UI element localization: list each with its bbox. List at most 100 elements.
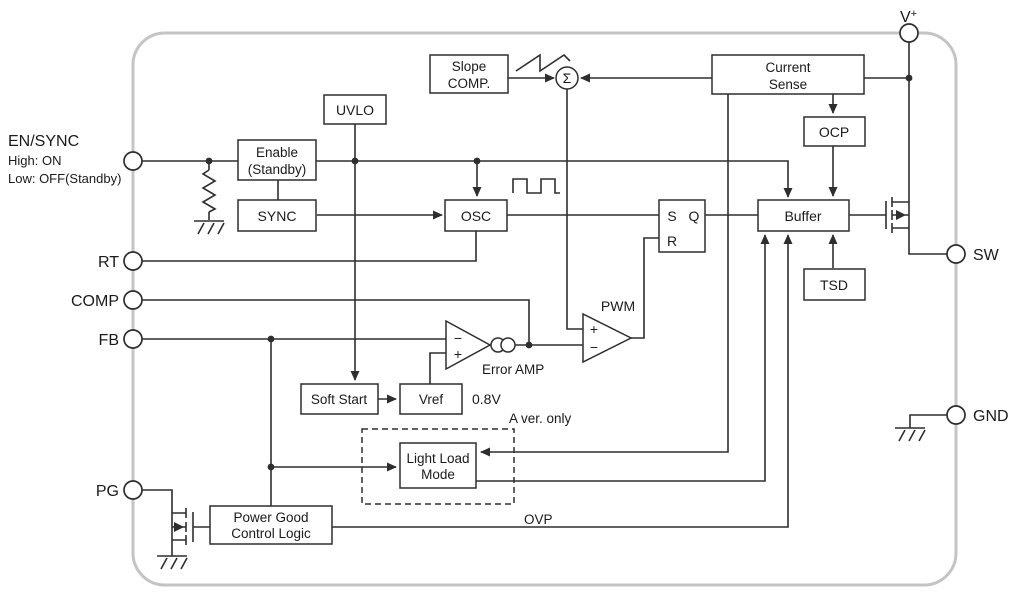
block-slope-comp: Slope COMP.	[429, 54, 509, 94]
block-soft-start-label: Soft Start	[311, 392, 368, 407]
pin-en-sync-note-low: Low: OFF(Standby)	[8, 171, 121, 186]
square-waveform-icon	[512, 178, 560, 194]
wire-vref-plus-input	[429, 352, 446, 384]
block-tsd: TSD	[803, 268, 866, 301]
a-version-only-label: A ver. only	[509, 411, 572, 426]
block-power-good-label: Power Good	[233, 510, 308, 525]
block-light-load-mode: Light Load Mode	[399, 442, 477, 489]
pin-fb: FB	[99, 329, 143, 349]
wire-pwm-reset	[631, 237, 659, 339]
error-amp-minus: −	[454, 330, 462, 346]
block-light-load-label: Light Load	[406, 451, 469, 466]
block-ocp: OCP	[803, 116, 866, 147]
block-sr-latch: S Q R	[658, 199, 706, 253]
block-current-sense: Current Sense	[711, 54, 865, 95]
block-uvlo: UVLO	[323, 94, 387, 125]
blocks: Slope COMP. Current Sense UVLO OCP Enabl…	[209, 54, 866, 545]
wire-lightload-buffer	[476, 234, 770, 482]
vref-value-label: 0.8V	[472, 391, 501, 407]
pin-pg-label: PG	[96, 483, 119, 500]
latch-r-label: R	[667, 233, 677, 249]
pg-mosfet-icon	[172, 508, 194, 545]
wire-ovp	[332, 234, 793, 528]
wire-currentsense-lightload	[480, 94, 729, 457]
summing-node-icon: Σ	[555, 66, 579, 90]
block-vref: Vref	[399, 383, 463, 415]
block-uvlo-label: UVLO	[336, 102, 374, 118]
pin-fb-label: FB	[99, 332, 119, 349]
amplifiers: − + + − Σ	[445, 66, 633, 371]
block-power-good-label2: Control Logic	[231, 526, 311, 541]
wire-sum-pwm	[566, 89, 583, 330]
block-ocp-label: OCP	[819, 124, 849, 140]
block-sync: SYNC	[237, 199, 317, 232]
pins: EN/SYNC High: ON Low: OFF(Standby) RT CO…	[8, 8, 1009, 500]
output-mosfet-icon	[885, 197, 909, 233]
pwm-plus: +	[590, 321, 598, 337]
latch-q-label: Q	[689, 208, 700, 224]
wire-gnd	[909, 414, 947, 428]
block-tsd-label: TSD	[820, 277, 848, 293]
block-slope-comp-label2: COMP.	[448, 76, 491, 91]
junction-dot	[351, 157, 359, 165]
pin-sw: SW	[946, 244, 1000, 264]
junction-dot	[205, 157, 213, 165]
gm-output-icon	[490, 337, 516, 353]
ground-icon	[157, 555, 188, 570]
pin-en-sync: EN/SYNC High: ON Low: OFF(Standby)	[8, 133, 143, 186]
pin-comp-label: COMP	[71, 293, 119, 310]
sawtooth-waveform-icon	[515, 53, 571, 73]
error-amp-icon: − +	[445, 319, 492, 371]
pin-comp: COMP	[71, 290, 143, 310]
wire-rt-osc	[142, 231, 477, 262]
pin-gnd: GND	[946, 405, 1009, 425]
block-soft-start: Soft Start	[300, 383, 379, 415]
wire-source-sw	[908, 228, 947, 255]
pin-pg: PG	[96, 480, 143, 500]
block-power-good: Power Good Control Logic	[209, 505, 333, 545]
pwm-minus: −	[590, 339, 598, 355]
wire-comp	[142, 299, 530, 345]
junction-dot	[905, 74, 913, 82]
junction-dots	[205, 74, 913, 471]
ground-icon	[194, 220, 225, 235]
resistor-icon	[201, 169, 217, 213]
ic-boundary	[131, 31, 958, 587]
junction-dot	[525, 341, 533, 349]
block-vref-label: Vref	[419, 392, 444, 407]
pin-en-sync-note-high: High: ON	[8, 153, 61, 168]
block-buffer-label: Buffer	[784, 208, 821, 224]
pin-vplus: V+	[899, 8, 919, 43]
block-sync-label: SYNC	[258, 208, 297, 224]
a-version-dashed-outline	[361, 428, 515, 505]
pin-rt-label: RT	[98, 254, 119, 271]
pwm-label: PWM	[601, 298, 635, 314]
ovp-label: OVP	[524, 512, 553, 527]
latch-s-label: S	[667, 208, 676, 224]
pin-rt: RT	[98, 251, 143, 271]
sigma-symbol: Σ	[563, 70, 572, 86]
wires	[142, 42, 947, 556]
wire-pg	[142, 489, 173, 556]
annotations: PWM Error AMP 0.8V A ver. only OVP	[472, 298, 635, 527]
pin-sw-label: SW	[973, 247, 1000, 264]
block-enable-label: Enable	[256, 145, 298, 160]
error-amp-plus: +	[454, 346, 462, 362]
block-current-sense-label: Current	[765, 60, 810, 75]
block-slope-comp-label: Slope	[452, 59, 487, 74]
junction-dot	[267, 463, 275, 471]
block-enable: Enable (Standby)	[237, 139, 317, 181]
pwm-comparator-icon: + −	[582, 312, 633, 364]
glyphs	[157, 53, 926, 570]
junction-dot	[473, 157, 481, 165]
block-enable-label2: (Standby)	[248, 162, 307, 177]
ground-icon	[895, 427, 926, 442]
pin-gnd-label: GND	[973, 408, 1009, 425]
pin-vplus-label: V+	[900, 8, 917, 26]
junction-dot	[267, 335, 275, 343]
block-current-sense-label2: Sense	[769, 77, 807, 92]
pin-en-sync-label: EN/SYNC	[8, 133, 79, 150]
block-osc-label: OSC	[461, 208, 491, 224]
